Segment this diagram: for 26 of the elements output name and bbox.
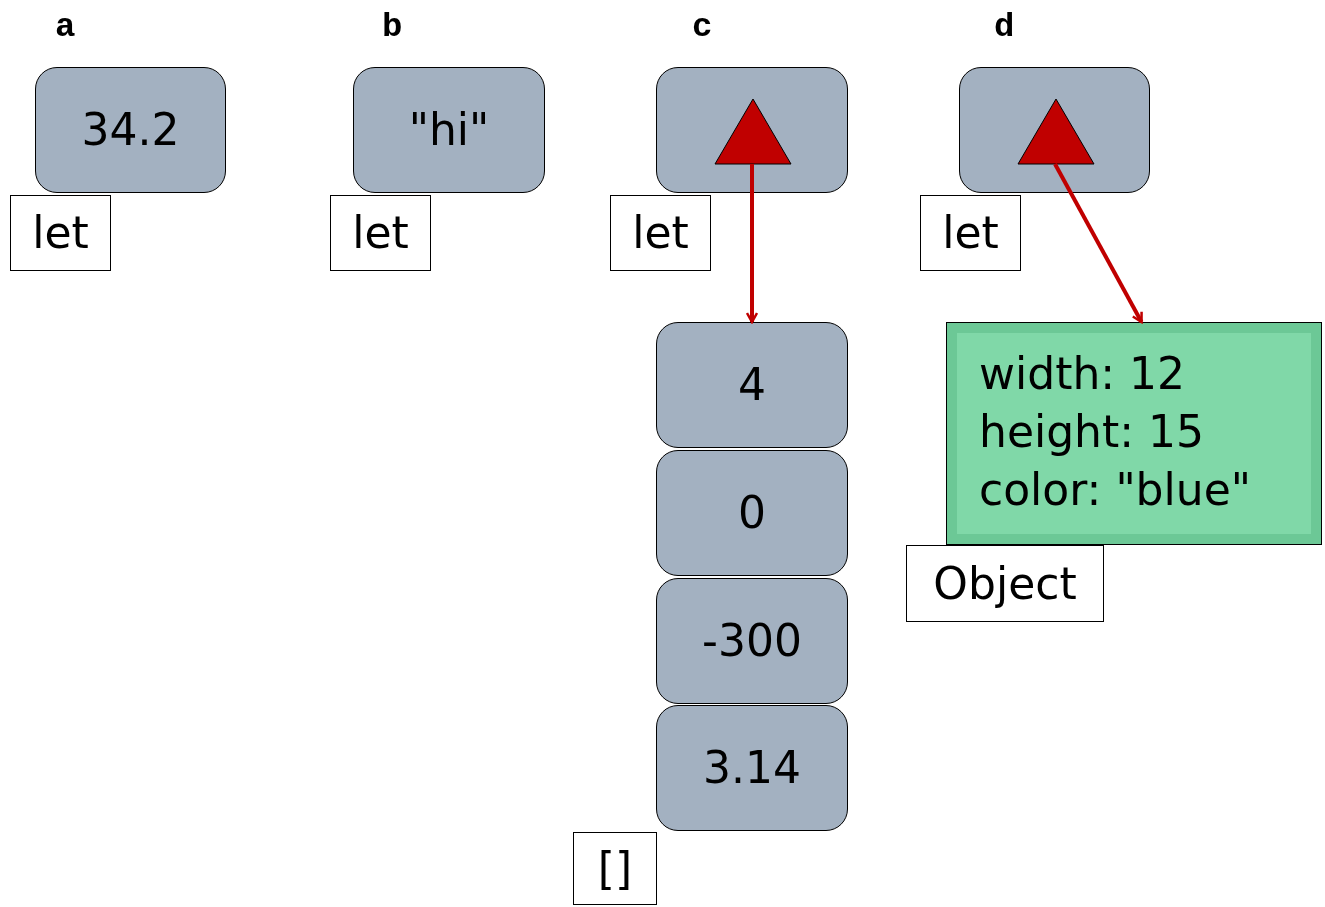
type-tag: let: [610, 195, 711, 271]
variable-name: d: [994, 8, 1015, 46]
value-box: "hi": [353, 67, 545, 193]
value-box: -300: [656, 578, 848, 704]
value-box: [959, 67, 1150, 193]
type-tag: let: [330, 195, 431, 271]
value-box: 3.14: [656, 705, 848, 831]
property-text: height: 15: [979, 405, 1206, 459]
type-tag: let: [920, 195, 1021, 271]
pointer-arrow: [745, 164, 759, 324]
value-box: 0: [656, 450, 848, 576]
value-box: 4: [656, 322, 848, 448]
value-box: [656, 67, 848, 193]
variable-name: b: [382, 8, 403, 46]
variable-name: a: [55, 8, 76, 46]
type-tag: []: [573, 832, 657, 905]
property-text: width: 12: [979, 347, 1187, 401]
pointer-triangle: [1017, 98, 1095, 165]
value-box: 34.2: [35, 67, 226, 193]
type-tag: let: [10, 195, 111, 271]
property-text: color: "blue": [979, 463, 1252, 517]
type-tag: Object: [906, 545, 1104, 622]
pointer-arrow: [1053, 163, 1144, 324]
pointer-triangle: [714, 98, 792, 165]
object-box: [946, 322, 1322, 545]
variable-name: c: [692, 8, 713, 46]
